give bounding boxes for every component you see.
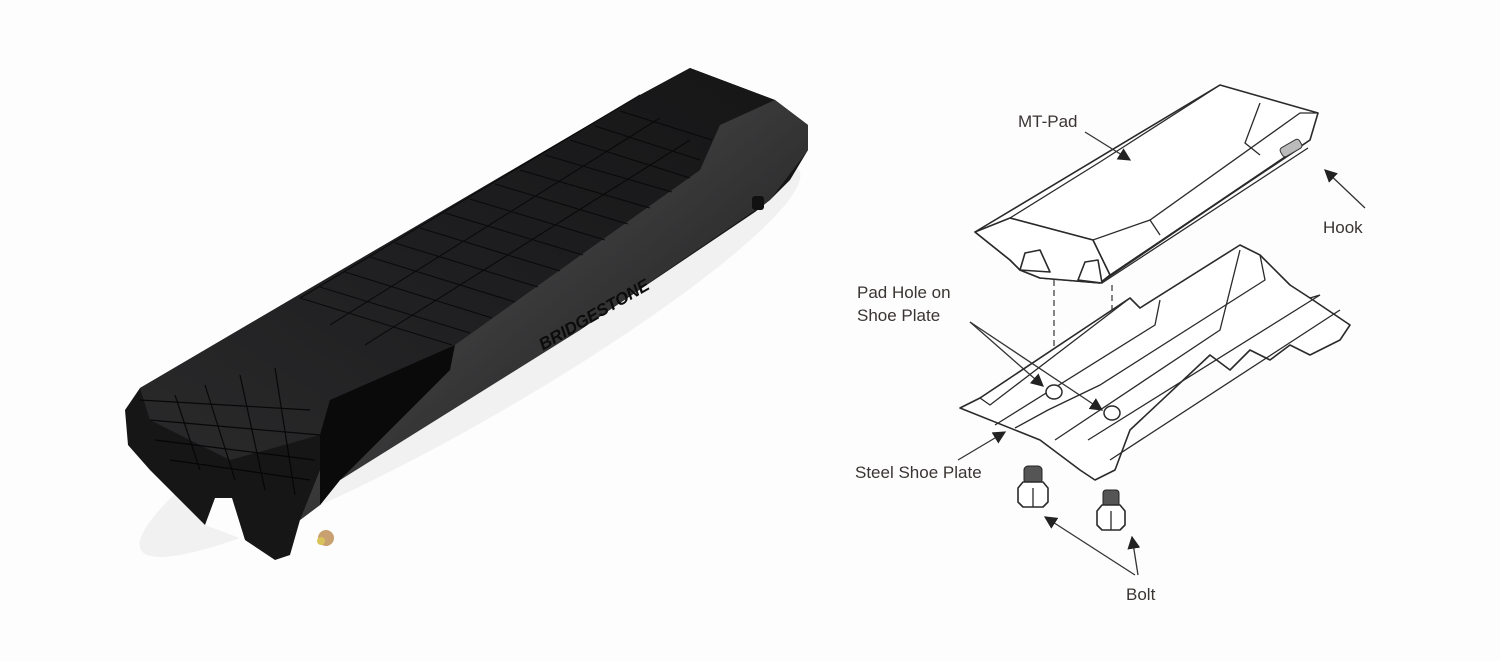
pad-hole-arrow-1 (969, 321, 1044, 387)
pad-hole-arrow-2 (969, 321, 1104, 411)
track-pad-illustration: BRIDGESTONE (125, 68, 808, 560)
rubber-track-pad-photo: BRIDGESTONE (125, 68, 808, 560)
bolt-drawing-1 (1017, 465, 1049, 508)
steel-shoe-plate-drawing (959, 244, 1351, 481)
assembly-diagram: MT-Pad Hook Pad Hole on Shoe Plate Steel… (840, 0, 1500, 662)
label-pad-hole-line2: Shoe Plate (857, 306, 941, 325)
mt-pad-arrow (1084, 131, 1132, 161)
label-steel-shoe-plate: Steel Shoe Plate (855, 463, 982, 482)
label-pad-hole-line1: Pad Hole on (857, 283, 951, 302)
hook-arrow (1324, 169, 1366, 209)
mt-pad-drawing (974, 84, 1319, 284)
label-bolt: Bolt (1126, 585, 1156, 604)
exploded-view-drawing (957, 84, 1366, 576)
bolt-drawing-2 (1096, 489, 1126, 531)
bolt-arrow-1 (1043, 516, 1136, 576)
label-mt-pad: MT-Pad (1018, 112, 1078, 131)
bolt-arrow-2 (1127, 535, 1141, 576)
label-hook: Hook (1323, 218, 1363, 237)
shoe-plate-arrow (957, 431, 1007, 461)
